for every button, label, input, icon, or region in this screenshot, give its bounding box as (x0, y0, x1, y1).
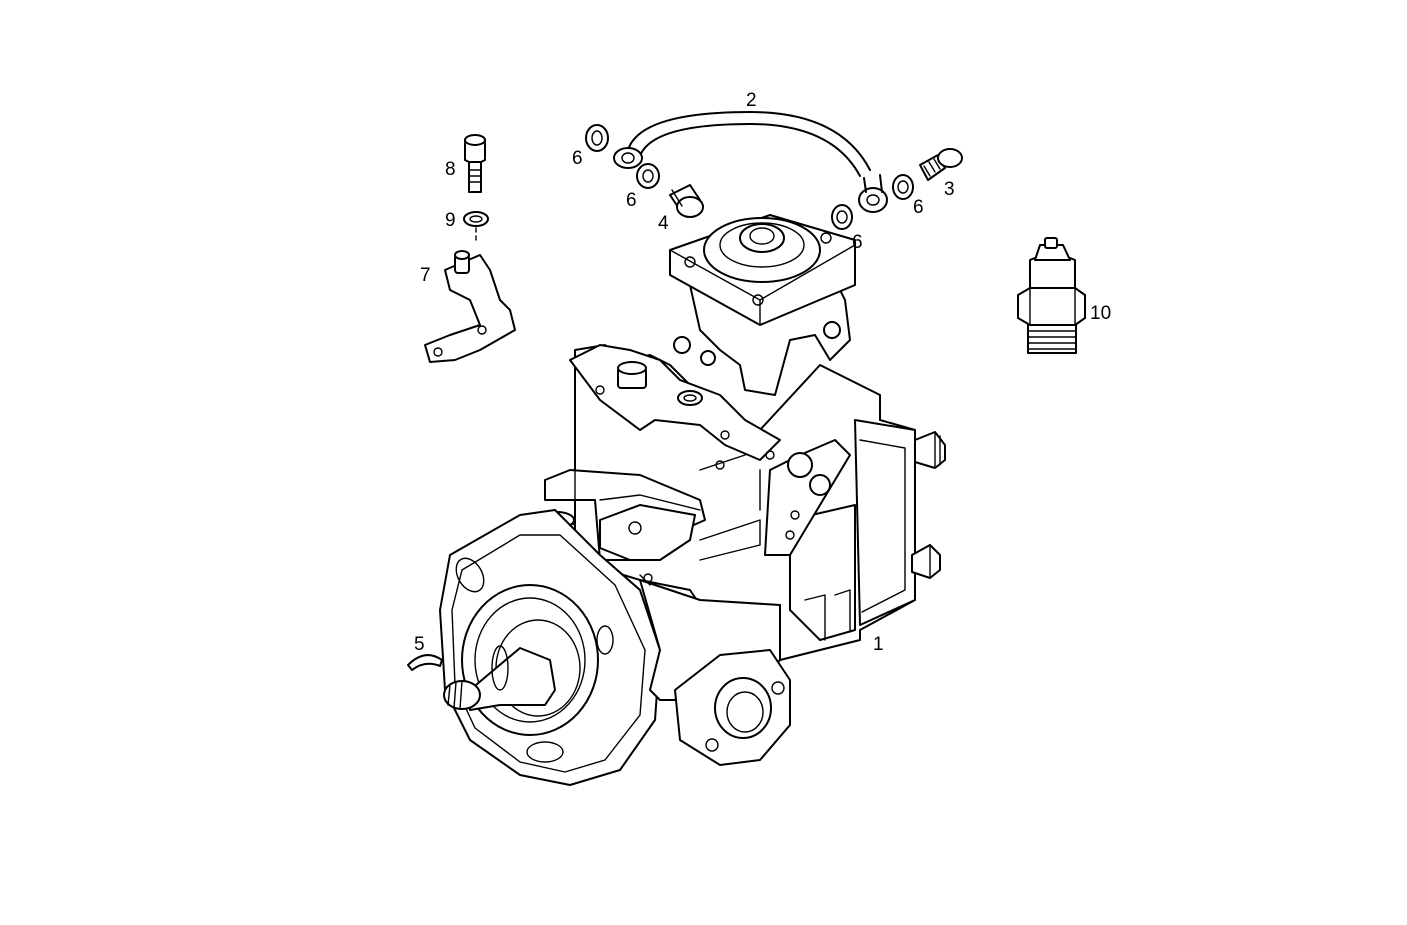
sealing-washers (585, 124, 914, 230)
fuel-pipe (613, 111, 888, 213)
sensor-10 (1017, 237, 1086, 354)
washer-9 (463, 211, 489, 241)
callout-6a: 6 (572, 148, 583, 169)
banjo-bolt-3 (919, 148, 963, 181)
callout-labels: 1 2 3 4 5 6 6 6 6 7 8 9 10 (414, 90, 1111, 655)
callout-2: 2 (746, 90, 757, 111)
woodruff-key-5 (407, 654, 443, 671)
callout-7: 7 (420, 265, 431, 286)
callout-6c: 6 (852, 232, 863, 253)
callout-4: 4 (658, 213, 669, 234)
bracket-7 (424, 250, 516, 363)
callout-3: 3 (944, 179, 955, 200)
callout-8: 8 (445, 159, 456, 180)
callout-1: 1 (873, 634, 884, 655)
callout-10: 10 (1090, 303, 1111, 324)
bolt-8 (464, 134, 486, 193)
injection-pump-body (439, 214, 946, 786)
callout-6b: 6 (626, 190, 637, 211)
callout-9: 9 (445, 210, 456, 231)
banjo-bolt-4 (669, 184, 704, 218)
callout-6d: 6 (913, 197, 924, 218)
callout-5: 5 (414, 634, 425, 655)
